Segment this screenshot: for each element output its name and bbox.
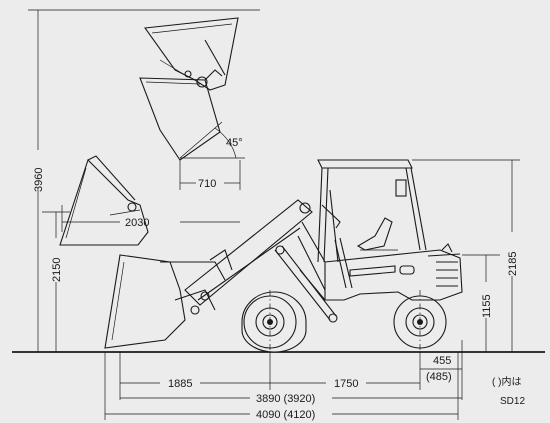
wheelbase-label: 1750 (334, 378, 358, 390)
bucket-reach-label: 2030 (125, 217, 149, 229)
lower-height-label: 1155 (481, 294, 493, 318)
lowered-bucket (104, 254, 226, 349)
rear-overhang-alt-label: (485) (426, 371, 452, 383)
max-height-label: 3960 (33, 168, 45, 192)
length-no-bucket-label: 3890 (3920) (256, 393, 315, 405)
mid-bucket (59, 155, 149, 246)
overall-length-label: 4090 (4120) (256, 409, 315, 421)
raised-bucket (139, 17, 239, 161)
front-wheel (241, 291, 307, 353)
dump-reach-label: 710 (198, 178, 216, 190)
dump-angle-label: 45° (226, 137, 243, 149)
model-note: SD12 (500, 396, 525, 407)
rear-overhang-label: 455 (433, 355, 451, 367)
loader-body (297, 159, 463, 301)
loader-boom (184, 199, 338, 323)
hinge-height-label: 2150 (51, 258, 63, 282)
paren-note: ( )内は (492, 375, 521, 388)
front-overhang-label: 1885 (168, 378, 192, 390)
cab-height-label: 2185 (507, 252, 519, 276)
